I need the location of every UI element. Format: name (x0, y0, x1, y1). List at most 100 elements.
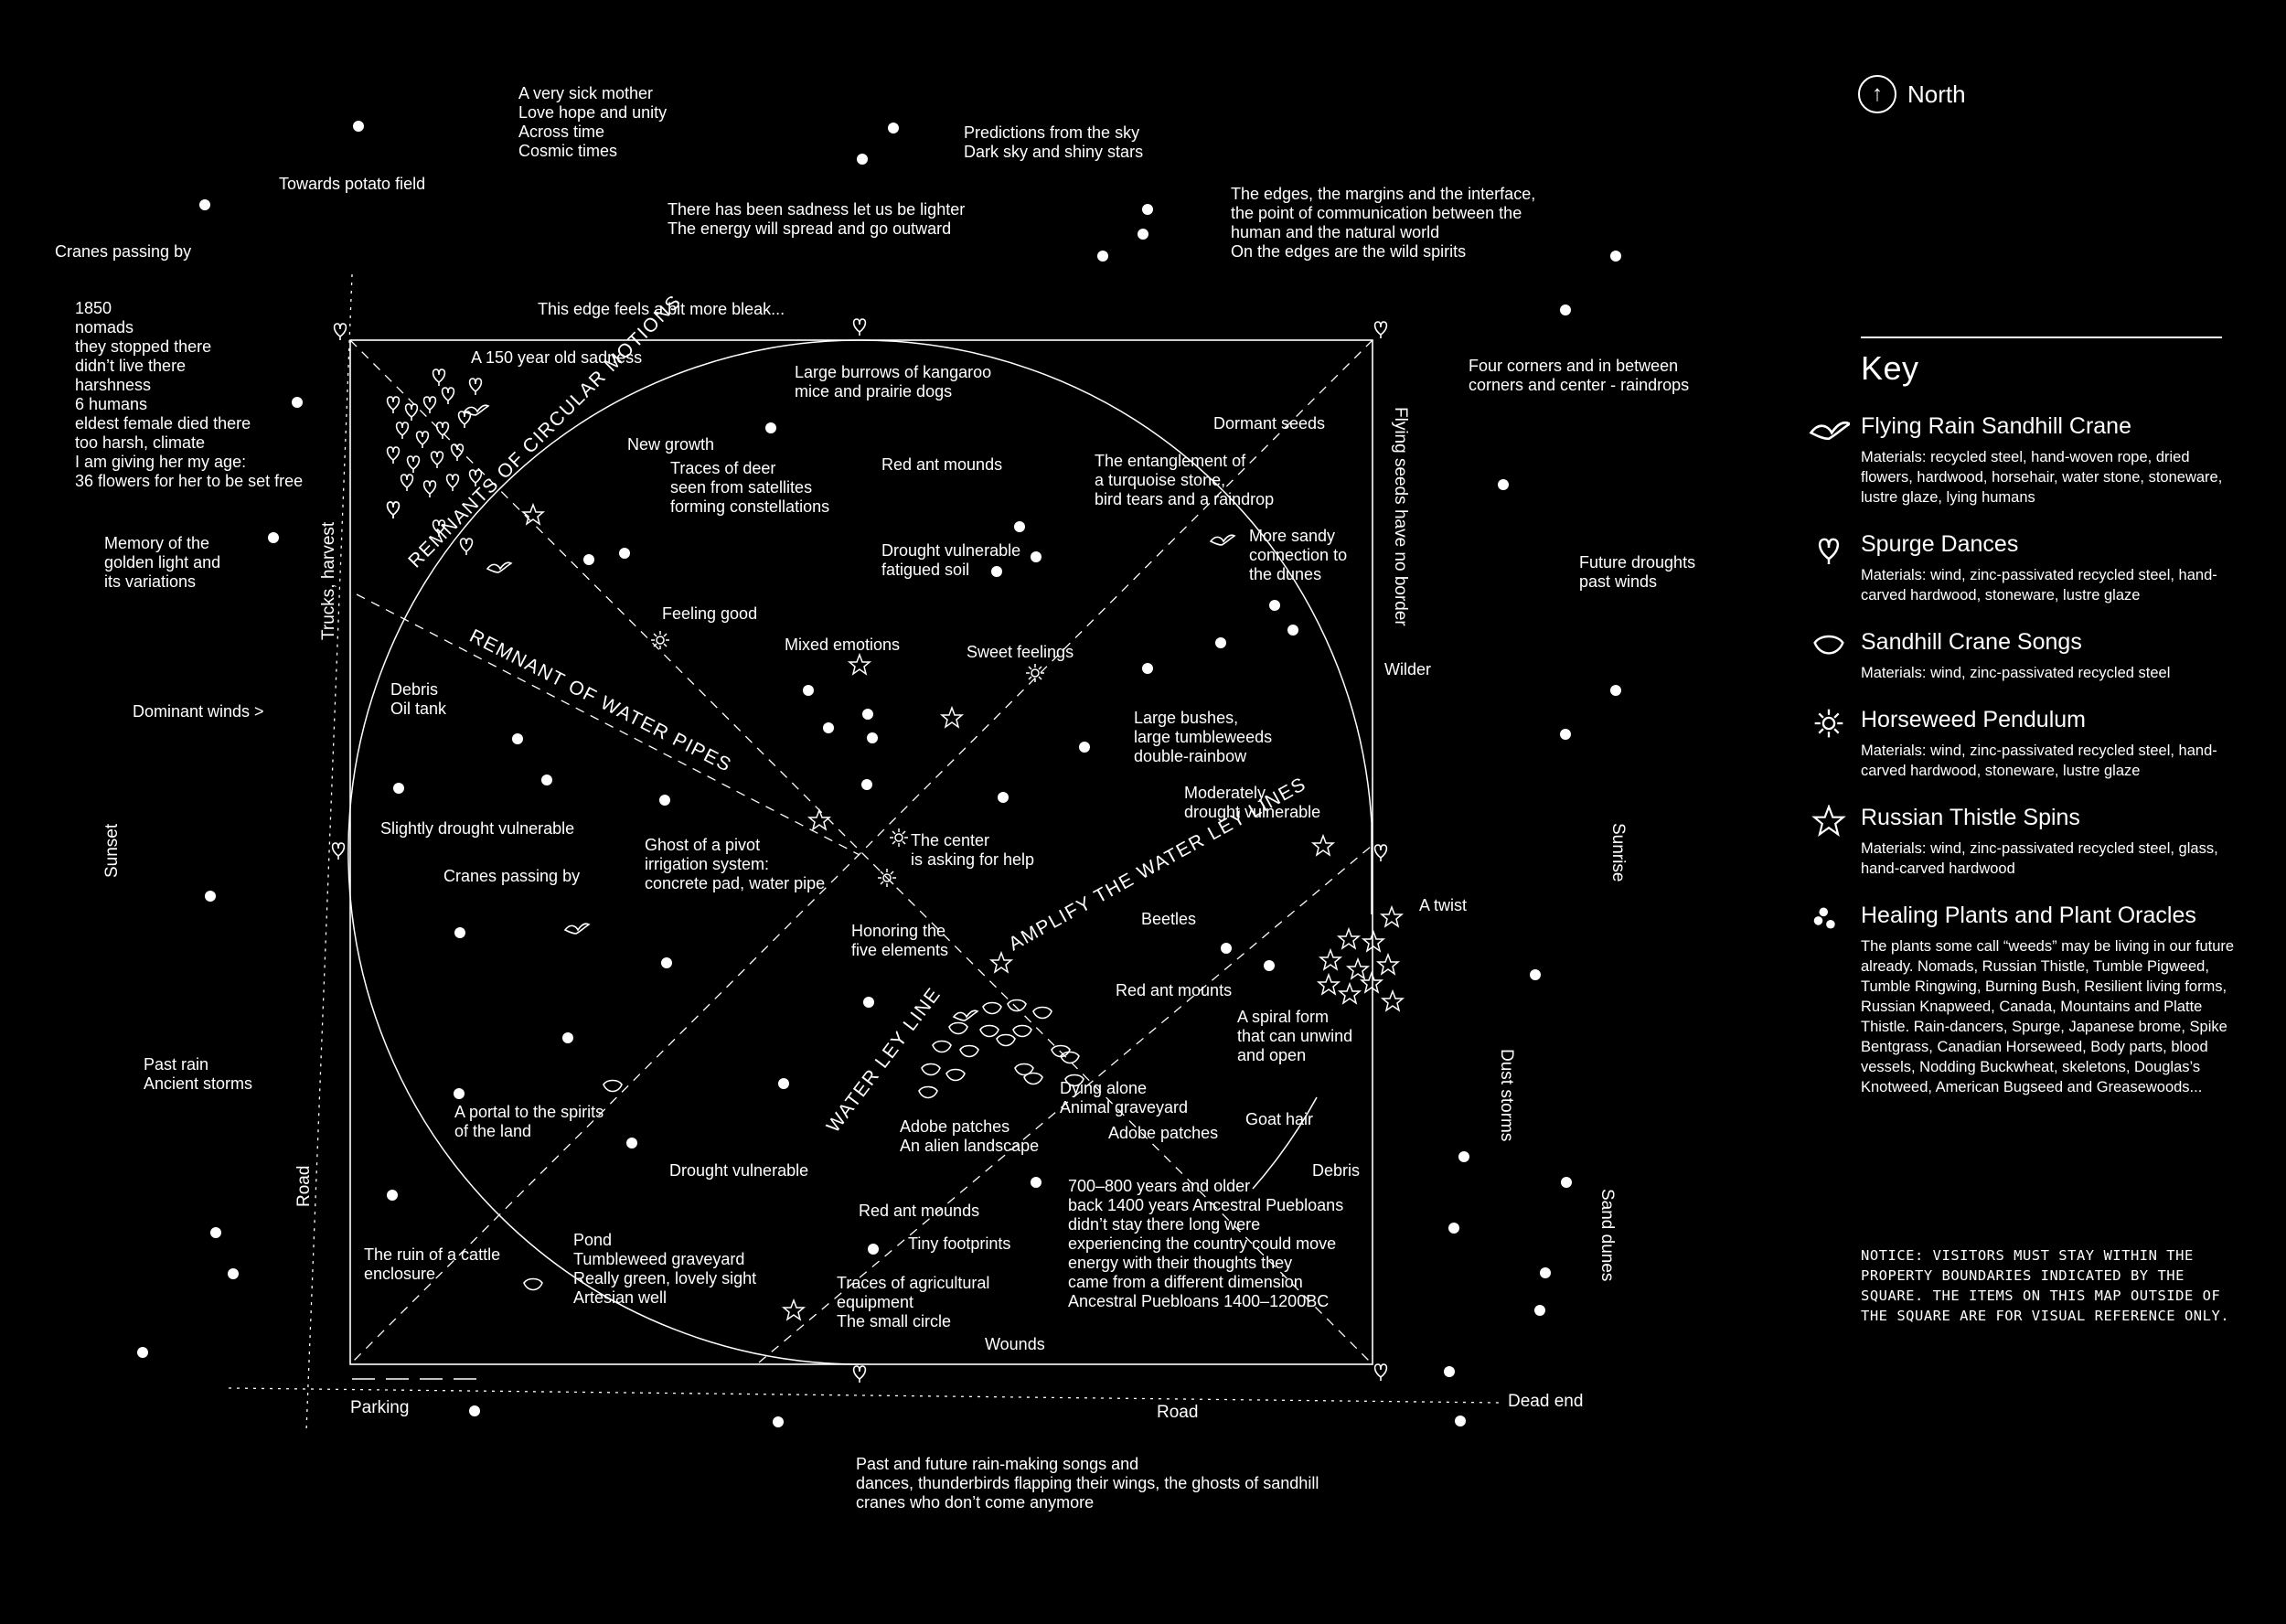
key-item-materials: Materials: wind, zinc-passivated recycle… (1861, 840, 2218, 877)
annotation-line: Four corners and in between (1469, 357, 1678, 375)
annotation-line: Slightly drought vulnerable (380, 819, 574, 838)
annotation-line: bird tears and a raindrop (1095, 490, 1274, 508)
annotation-line: Love hope and unity (518, 103, 667, 122)
annotation-line: the dunes (1249, 565, 1321, 583)
plant-dots (137, 121, 1621, 1427)
annotation-line: Traces of deer (670, 459, 775, 477)
annotation-line: Past rain (144, 1055, 208, 1074)
band-water-pipes: REMNANT OF WATER PIPES (466, 625, 735, 776)
plant-dots-icon (1813, 907, 1835, 929)
label-new-growth: New growth (627, 435, 714, 454)
annotation-line: There has been sadness let us be lighter (668, 200, 965, 219)
annotation-line: Large bushes, (1134, 709, 1238, 727)
key-item-spurge: Spurge Dances Materials: wind, zinc-pass… (1818, 531, 2263, 605)
annotation-line: Dormant seeds (1213, 414, 1325, 433)
annotation-line: Cranes passing by (55, 242, 191, 261)
key-item-materials: Materials: wind, zinc-passivated recycle… (1861, 743, 2217, 779)
annotation-line: Ancient storms (144, 1074, 252, 1093)
annotation-line: Red ant mounds (881, 455, 1002, 474)
key-item-materials: Materials: recycled steel, hand-woven ro… (1861, 449, 2223, 506)
annotation-line: human and the natural world (1231, 223, 1439, 241)
key-title: Key (1861, 349, 1919, 387)
annotation-line: A spiral form (1237, 1008, 1329, 1026)
annotation-line: double-rainbow (1134, 747, 1247, 765)
annotation-line: Dark sky and shiny stars (964, 143, 1143, 161)
key-item-name: Russian Thistle Spins (1861, 805, 2080, 830)
annotation-line: 700–800 years and older (1068, 1177, 1250, 1195)
annotation-line: An alien landscape (900, 1137, 1039, 1155)
label-old-sadness: A 150 year old sadness (471, 348, 642, 367)
label-road-left: Road (294, 1166, 314, 1207)
annotation-line: Beetles (1141, 910, 1196, 928)
annotation-line: didn’t stay there long were (1068, 1215, 1260, 1234)
annotation-line: Large burrows of kangaroo (795, 363, 991, 381)
label-trucks-harvest: Trucks, harvest (319, 521, 338, 640)
annotation-line: Feeling good (662, 604, 757, 623)
annotation-line: Memory of the (104, 534, 209, 552)
annotation-line: golden light and (104, 553, 220, 572)
label-parking: Parking (350, 1398, 409, 1417)
north-indicator: ↑ North (1858, 75, 1966, 113)
key-item-materials: Materials: wind, zinc-passivated recycle… (1861, 665, 2171, 681)
annotation-line: Past and future rain-making songs and (856, 1455, 1138, 1473)
annotation-line: Cosmic times (518, 142, 617, 160)
annotation-line: corners and center - raindrops (1469, 376, 1689, 394)
crane-song-icon (1813, 635, 1844, 655)
label-flying-seeds: Flying seeds have no border (1391, 407, 1410, 626)
annotation-line: five elements (851, 941, 948, 959)
key-item-name: Horseweed Pendulum (1861, 707, 2086, 732)
outer-roads (228, 273, 1501, 1432)
label-red-ant-1: Red ant mounds (881, 455, 1002, 474)
label-road-bottom: Road (1157, 1403, 1198, 1422)
annotation-line: The center (911, 831, 989, 849)
annotation-line: Wilder (1384, 660, 1431, 678)
key-item-name: Flying Rain Sandhill Crane (1861, 413, 2131, 439)
label-tiny-footprints: Tiny footprints (908, 1234, 1010, 1253)
annotation-line: back 1400 years Ancestral Puebloans (1068, 1196, 1343, 1214)
annotation-line: Goat hair (1245, 1110, 1313, 1128)
annotation-line: The small circle (837, 1312, 951, 1330)
annotation-line: fatigued soil (881, 561, 969, 579)
annotation-line: On the edges are the wild spirits (1231, 242, 1466, 261)
key-item-materials: Materials: wind, zinc-passivated recycle… (1861, 567, 2217, 604)
annotation-line: The ruin of a cattle (364, 1245, 500, 1264)
band-water-ley-line: WATER LEY LINE (823, 984, 945, 1137)
annotation-line: Ghost of a pivot (645, 836, 760, 854)
annotation-line: a turquoise stone, (1095, 471, 1225, 489)
annotation-line: large tumbleweeds (1134, 728, 1272, 746)
label-red-ant-3: Red ant mounds (859, 1202, 979, 1220)
annotation-line: Red ant mounds (859, 1202, 979, 1220)
annotation-line: Wounds (985, 1335, 1045, 1353)
label-sunrise: Sunrise (1608, 823, 1628, 881)
annotation-line: Oil tank (390, 700, 447, 718)
label-dead-end: Dead end (1508, 1392, 1583, 1411)
annotation-line: forming constellations (670, 497, 829, 516)
annotation-line: nomads (75, 318, 134, 337)
annotation-line: Dying alone (1060, 1079, 1147, 1097)
annotation-line: is asking for help (911, 850, 1034, 869)
annotation-line: energy with their thoughts they (1068, 1254, 1292, 1272)
annotation-line: Ancestral Puebloans 1400–1200BC (1068, 1292, 1329, 1310)
label-slightly: Slightly drought vulnerable (380, 819, 574, 838)
annotation-line: they stopped there (75, 337, 211, 356)
annotation-line: A very sick mother (518, 84, 653, 102)
label-a-twist: A twist (1419, 896, 1467, 914)
annotation-line: The edges, the margins and the interface… (1231, 185, 1535, 203)
annotation-line: Tumbleweed graveyard (573, 1250, 744, 1268)
annotation-line: A portal to the spirits (454, 1103, 604, 1121)
annotation-line: More sandy (1249, 527, 1335, 545)
key-item-horseweed: Horseweed Pendulum Materials: wind, zinc… (1813, 707, 2263, 781)
annotation-line: Mixed emotions (785, 636, 900, 654)
label-feeling-good: Feeling good (662, 604, 757, 623)
